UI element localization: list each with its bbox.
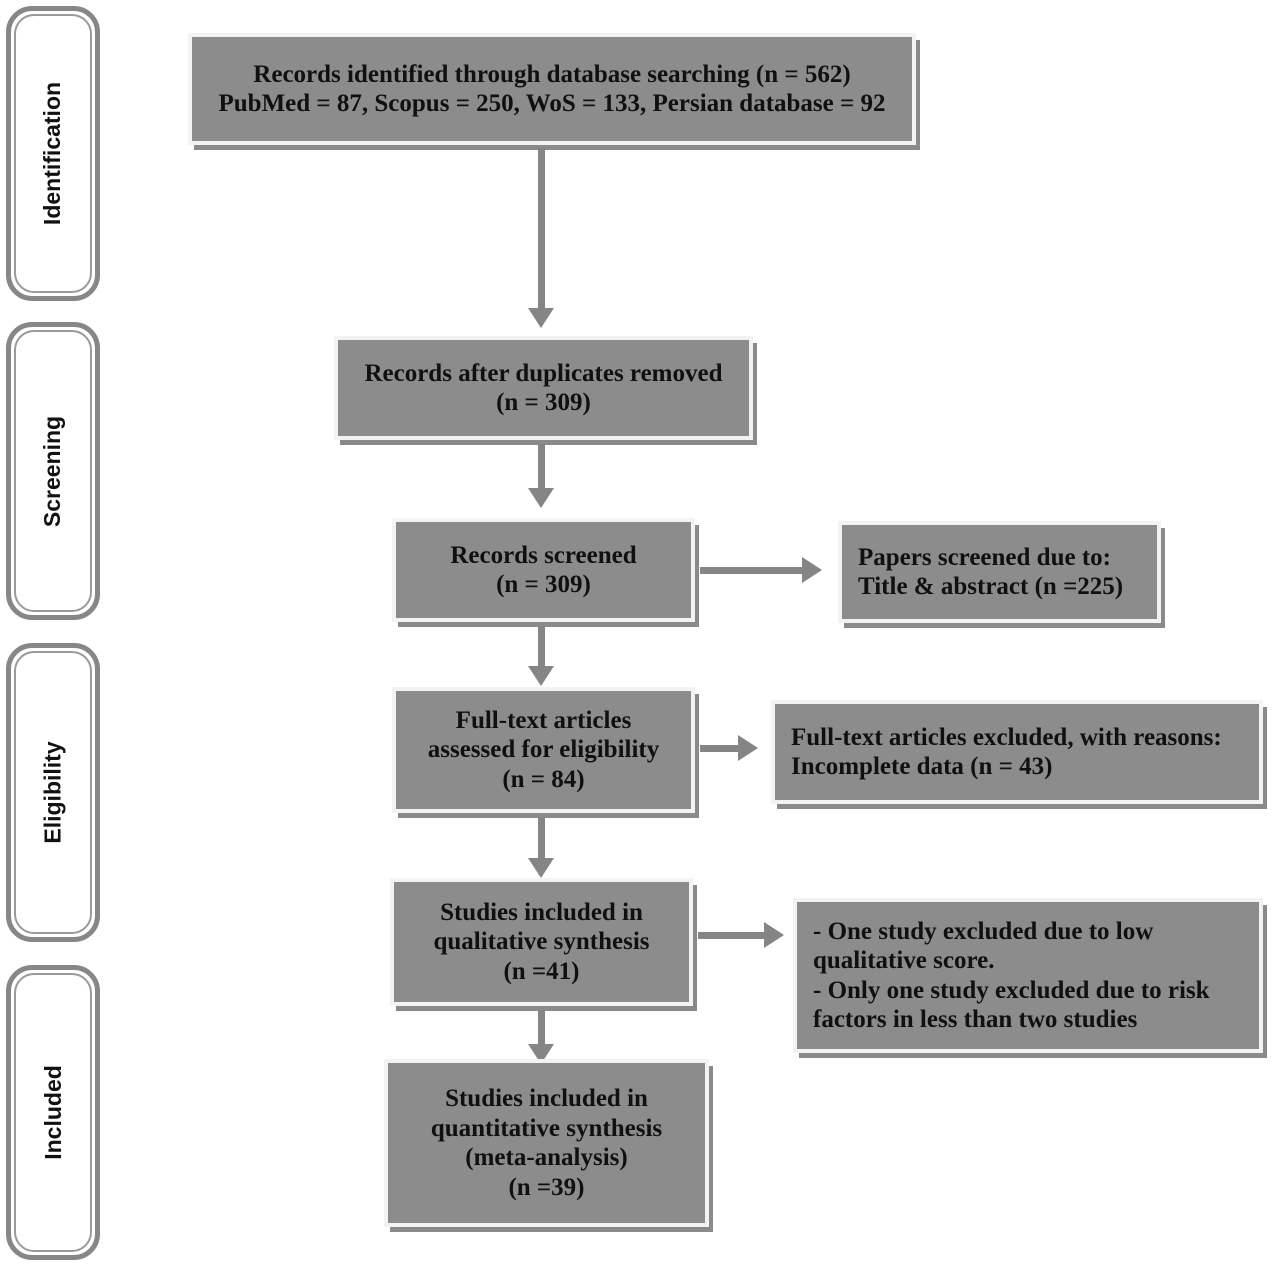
arrow-screened-to-excluded-shaft xyxy=(700,567,806,574)
box-fulltext-assessed-text: Full-text articles assessed for eligibil… xyxy=(418,706,669,795)
box-fulltext-excluded-text: Full-text articles excluded, with reason… xyxy=(775,723,1232,782)
arrow-screened-to-fulltext-shaft xyxy=(538,626,545,668)
stage-label-included: Included xyxy=(39,1065,66,1160)
box-qualitative-synthesis: Studies included in qualitative synthesi… xyxy=(390,878,693,1006)
box-records-identified-text: Records identified through database sear… xyxy=(208,60,895,119)
box-qualitative-excluded-line3: - Only one study excluded due to risk xyxy=(813,976,1210,1004)
box-quantitative-synthesis-text: Studies included in quantitative synthes… xyxy=(421,1084,672,1202)
arrow-qualitative-to-excluded-head xyxy=(764,922,784,948)
box-qualitative-synthesis-line1: Studies included in xyxy=(440,898,643,926)
arrow-fulltext-to-qualitative-head xyxy=(528,858,554,878)
stage-pill-included-inner: Included xyxy=(14,973,92,1252)
stage-label-eligibility: Eligibility xyxy=(39,741,66,844)
stage-pill-identification-inner: Identification xyxy=(14,14,92,293)
box-qualitative-excluded-text: - One study excluded due to low qualitat… xyxy=(797,917,1220,1035)
box-qualitative-synthesis-line3: (n =41) xyxy=(503,957,580,985)
box-records-screened: Records screened (n = 309) xyxy=(392,518,695,622)
box-records-after-duplicates-text: Records after duplicates removed (n = 30… xyxy=(354,359,732,418)
box-papers-screened-excluded: Papers screened due to: Title & abstract… xyxy=(838,521,1161,623)
arrow-screened-to-fulltext-head xyxy=(528,666,554,686)
box-fulltext-excluded-line1: Full-text articles excluded, with reason… xyxy=(791,723,1222,751)
box-fulltext-assessed-line3: (n = 84) xyxy=(502,765,585,793)
box-records-identified-line1: Records identified through database sear… xyxy=(253,60,851,88)
stage-pill-included: Included xyxy=(6,965,100,1260)
arrow-identified-to-duplicates-head xyxy=(528,308,554,328)
stage-pill-identification: Identification xyxy=(6,6,100,301)
box-qualitative-excluded-line2: qualitative score. xyxy=(813,947,995,974)
box-fulltext-assessed-line1: Full-text articles xyxy=(455,706,632,734)
box-quantitative-synthesis-line4: (n =39) xyxy=(508,1173,585,1201)
box-records-after-duplicates-line1: Records after duplicates removed xyxy=(364,359,723,387)
box-papers-screened-excluded-line2: Title & abstract (n =225) xyxy=(858,573,1124,600)
stage-pill-screening-inner: Screening xyxy=(14,330,92,612)
box-records-after-duplicates-line2: (n = 309) xyxy=(496,389,591,416)
box-quantitative-synthesis-line1: Studies included in xyxy=(445,1085,648,1112)
box-papers-screened-excluded-line1: Papers screened due to: xyxy=(858,543,1111,571)
arrow-fulltext-to-excluded-head xyxy=(738,735,758,761)
box-records-screened-line1: Records screened xyxy=(450,541,637,569)
box-records-identified: Records identified through database sear… xyxy=(188,33,916,145)
box-records-identified-line2: PubMed = 87, Scopus = 250, WoS = 133, Pe… xyxy=(218,90,886,117)
stage-label-identification: Identification xyxy=(39,81,66,226)
box-papers-screened-excluded-text: Papers screened due to: Title & abstract… xyxy=(842,543,1133,602)
stage-pill-eligibility-inner: Eligibility xyxy=(14,651,92,934)
arrow-qualitative-to-excluded-shaft xyxy=(698,932,768,939)
box-fulltext-assessed-line2: assessed for eligibility xyxy=(427,736,660,764)
box-qualitative-synthesis-text: Studies included in qualitative synthesi… xyxy=(423,898,659,987)
arrow-duplicates-to-screened-head xyxy=(528,488,554,508)
box-fulltext-excluded-line2: Incomplete data (n = 43) xyxy=(791,753,1053,780)
box-quantitative-synthesis-line3: (meta-analysis) xyxy=(465,1144,628,1171)
box-fulltext-assessed: Full-text articles assessed for eligibil… xyxy=(392,687,695,813)
arrow-qualitative-to-quantitative-shaft xyxy=(538,1010,545,1046)
box-qualitative-excluded-line4: factors in less than two studies xyxy=(813,1006,1138,1033)
arrow-fulltext-to-excluded-shaft xyxy=(700,745,742,752)
stage-label-screening: Screening xyxy=(39,415,66,527)
stage-pill-eligibility: Eligibility xyxy=(6,643,100,942)
arrow-duplicates-to-screened-shaft xyxy=(538,444,545,490)
box-fulltext-excluded: Full-text articles excluded, with reason… xyxy=(771,700,1263,804)
box-qualitative-excluded: - One study excluded due to low qualitat… xyxy=(793,898,1263,1053)
box-qualitative-excluded-line1: - One study excluded due to low xyxy=(813,917,1154,945)
arrow-fulltext-to-qualitative-shaft xyxy=(538,817,545,861)
box-qualitative-synthesis-line2: qualitative synthesis xyxy=(433,928,650,956)
arrow-identified-to-duplicates-shaft xyxy=(538,148,545,310)
box-quantitative-synthesis: Studies included in quantitative synthes… xyxy=(384,1059,709,1227)
box-quantitative-synthesis-line2: quantitative synthesis xyxy=(430,1114,663,1142)
box-records-screened-line2: (n = 309) xyxy=(496,571,591,598)
box-records-screened-text: Records screened (n = 309) xyxy=(440,541,646,600)
arrow-screened-to-excluded-head xyxy=(802,557,822,583)
stage-pill-screening: Screening xyxy=(6,322,100,620)
box-records-after-duplicates: Records after duplicates removed (n = 30… xyxy=(334,336,753,440)
